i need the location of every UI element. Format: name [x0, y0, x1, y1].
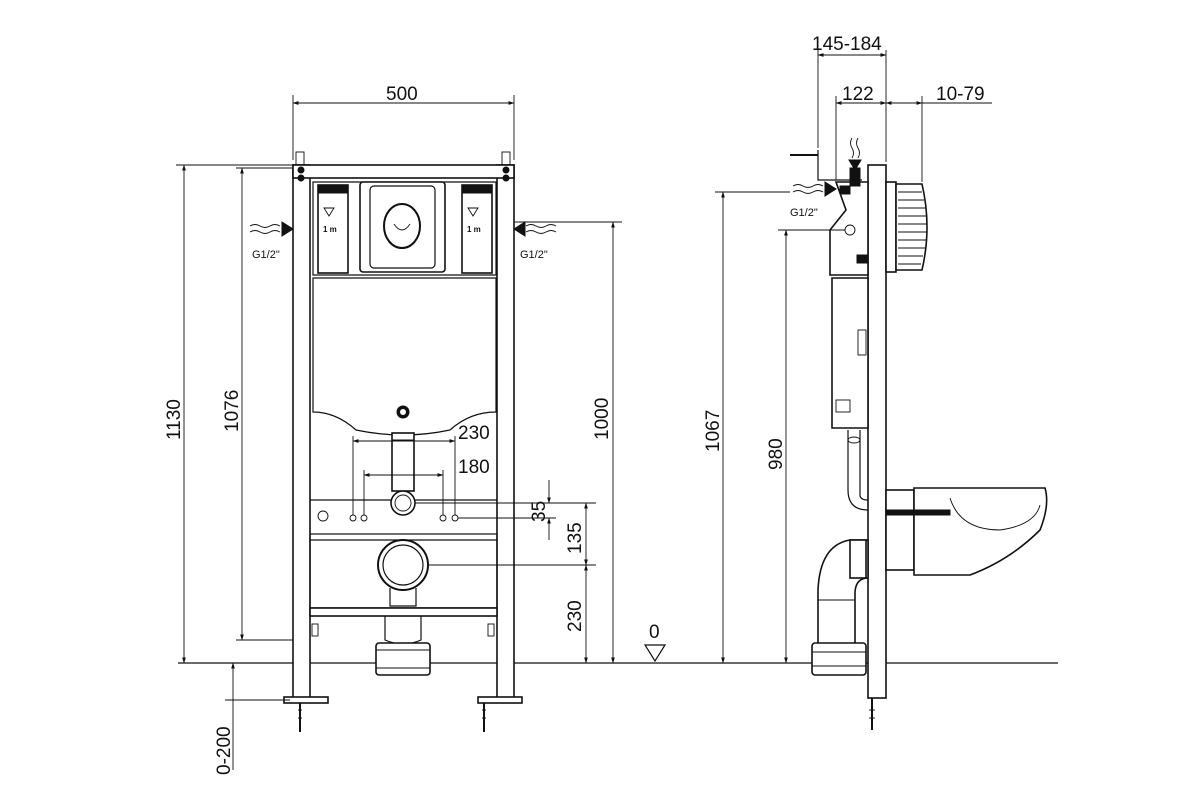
cistern-top: 1 m 1 m: [312, 181, 497, 276]
cistern-side: [829, 167, 869, 429]
inlet-left-label: G1/2": [252, 249, 280, 261]
flush-opening: [359, 181, 446, 273]
outlet-height-label: 230: [565, 600, 586, 632]
side-view: G1/2" 145-184 122: [703, 34, 1048, 730]
tank-height-label: 980: [766, 438, 787, 470]
inlet-right-label: G1/2": [520, 249, 548, 261]
bolt-offset-label: 35: [529, 501, 550, 522]
outlet-pipe: [377, 539, 429, 591]
height-frame-label: 1076: [222, 390, 243, 432]
bolt-spacing-outer-label: 230: [458, 423, 490, 444]
inlet-right: G1/2": [513, 221, 557, 261]
bolt-spacing-inner-label: 180: [458, 457, 490, 478]
wall-depth-label: 10-79: [936, 84, 985, 105]
inlet-height-label: 1067: [703, 410, 724, 452]
side-inlet-label: G1/2": [790, 207, 818, 219]
drain-offset-label: 135: [565, 522, 586, 554]
top-bar: [292, 164, 515, 179]
front-view: 1 m 1 m: [164, 84, 667, 775]
feet: [283, 696, 523, 732]
tank-mark-right: 1 m: [467, 225, 481, 234]
height-total-label: 1130: [164, 399, 185, 440]
side-upright: [867, 164, 887, 699]
inlet-left: G1/2": [249, 221, 294, 261]
depth-frame-label: 122: [842, 84, 874, 105]
tank-mark-left: 1 m: [323, 225, 337, 234]
left-upright: [292, 164, 311, 699]
right-upright: [496, 164, 515, 699]
floor-level-label: 0: [649, 622, 660, 643]
depth-total-label: 145-184: [812, 34, 882, 55]
width-label: 500: [386, 84, 418, 105]
side-outlet: [811, 539, 869, 676]
flush-plate: [885, 181, 928, 273]
toilet-bowl: [885, 487, 1048, 576]
foot-adjust-label: 0-200: [214, 726, 235, 775]
height-button-label: 1000: [592, 398, 613, 440]
